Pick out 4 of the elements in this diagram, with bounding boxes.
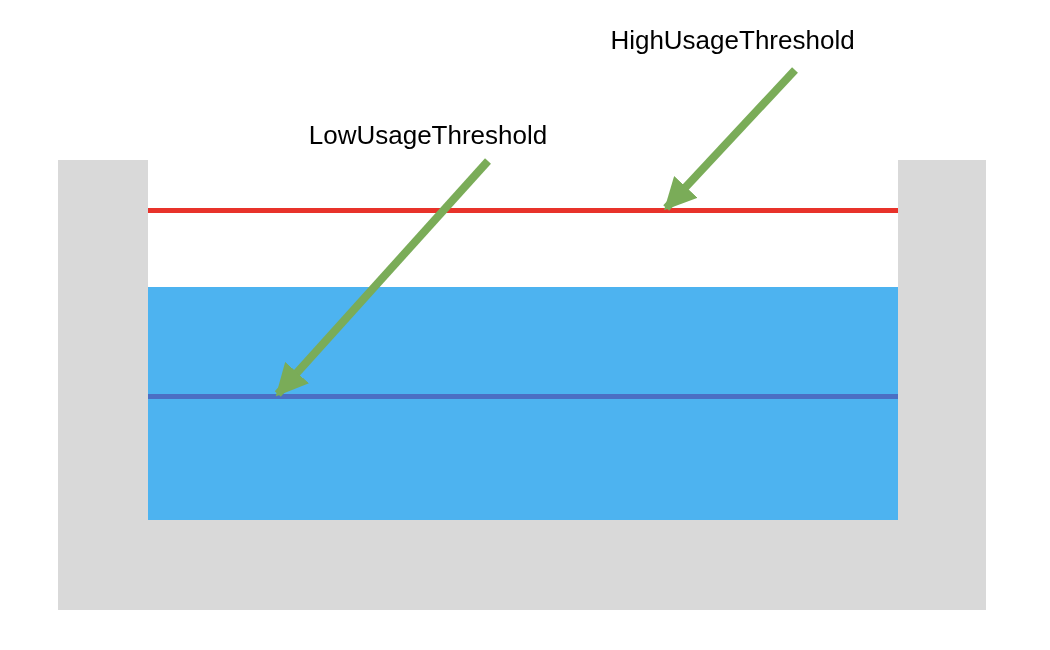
arrow [274,158,491,397]
arrow [663,67,798,211]
threshold-label: LowUsageThreshold [288,117,568,153]
threshold-label: HighUsageThreshold [590,22,875,58]
